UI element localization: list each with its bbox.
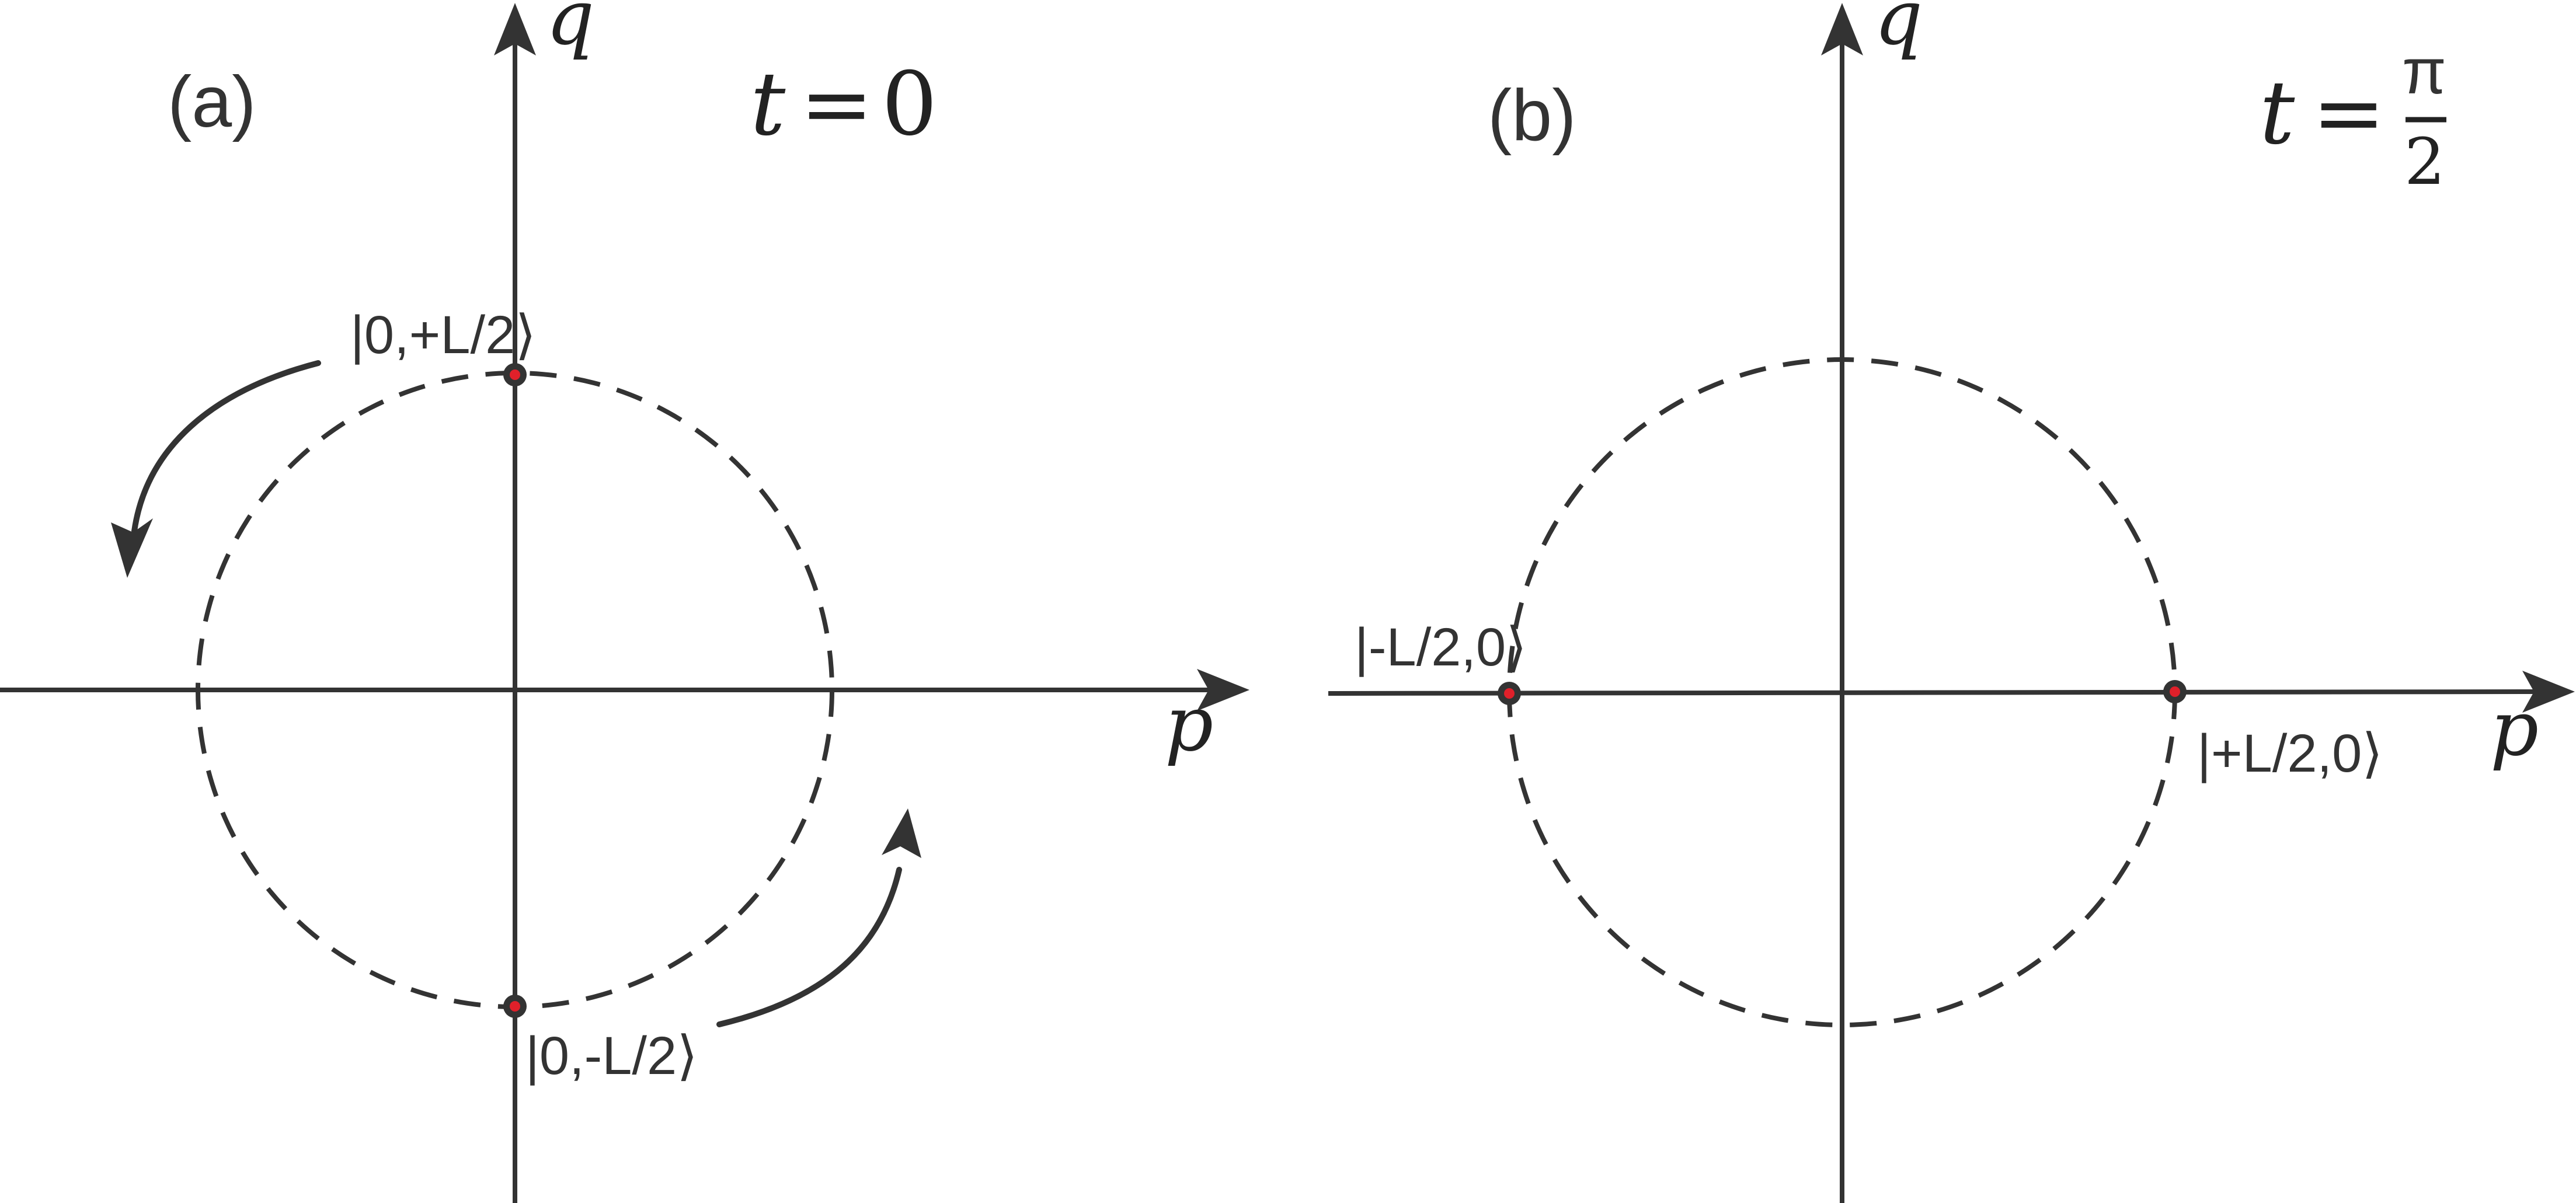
state-label-0-minus: |0,-L/2⟩	[525, 1026, 698, 1086]
time-var-b: t	[2260, 62, 2295, 164]
axis-label-p: p	[2490, 684, 2539, 773]
panel-b: (b) |-L/2,0⟩ |+L/2,0⟩ p q t = π 2	[1328, 0, 2575, 1203]
rotation-arrow-upper-head	[111, 518, 153, 578]
p-axis	[1328, 689, 2543, 696]
axis-label-q: q	[1874, 0, 1923, 62]
state-point-0-minus	[503, 995, 527, 1018]
axis-label-q: q	[546, 0, 594, 62]
time-fraction-numerator-b: π	[2402, 36, 2446, 107]
time-var-a: t	[750, 54, 786, 155]
time-eq-b: =	[2312, 62, 2386, 164]
rotation-arrow-lower-head	[882, 808, 921, 858]
panel-label-b: (b)	[1488, 75, 1576, 156]
p-axis-arrowhead	[2522, 671, 2575, 713]
rotation-arrow-upper	[131, 360, 321, 534]
state-point-plus-0	[2163, 680, 2187, 703]
panel-a: (a) |0,+L/2⟩ |0,-L/2⟩ p q t = 0	[0, 0, 1249, 1203]
state-point-0-plus	[503, 363, 527, 386]
time-eq-a: =	[800, 54, 873, 155]
state-label-plus-0: |+L/2,0⟩	[2197, 724, 2383, 783]
state-label-minus-0: |-L/2,0⟩	[1355, 618, 1527, 677]
p-axis-arrowhead	[1197, 669, 1249, 711]
q-axis-arrowhead	[1821, 3, 1863, 55]
time-fraction-denominator-b: 2	[2404, 124, 2445, 199]
state-label-0-plus: |0,+L/2⟩	[350, 305, 536, 365]
state-point-minus-0	[1498, 682, 1521, 705]
panel-label-a: (a)	[168, 62, 256, 142]
rotation-arrow-lower	[716, 867, 902, 1027]
axis-label-p: p	[1165, 679, 1213, 768]
q-axis-arrowhead	[494, 3, 536, 55]
time-value-a: 0	[882, 54, 937, 155]
